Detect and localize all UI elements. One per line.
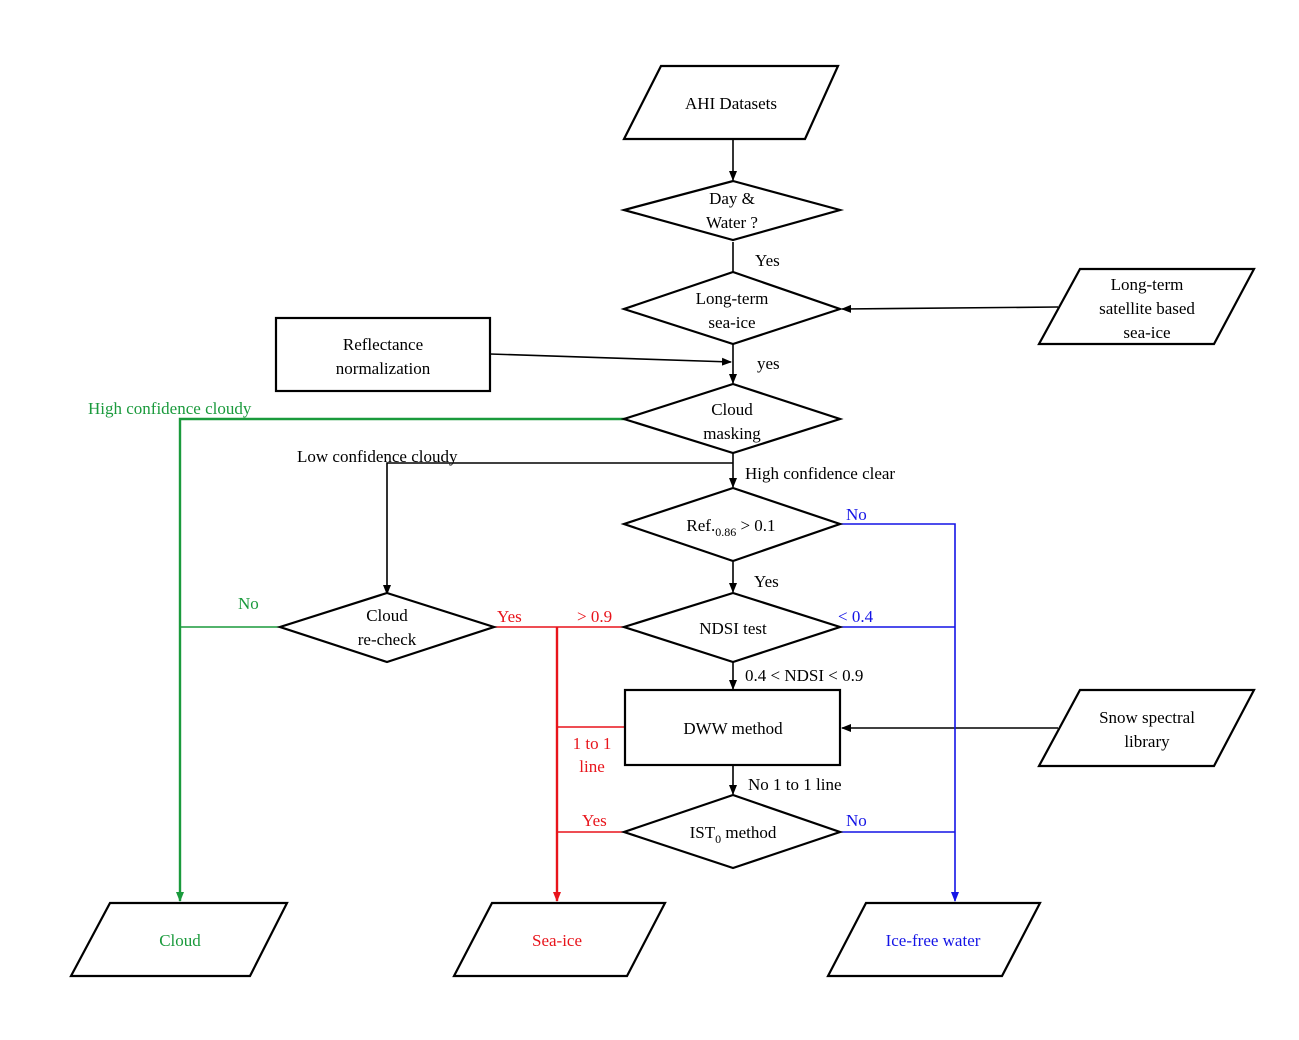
node-ist-method-decision: IST0 method bbox=[620, 793, 844, 870]
node-reflectance-normalization: Reflectance normalization bbox=[274, 316, 492, 393]
seaice-output-label: Sea-ice bbox=[532, 931, 582, 950]
ist-method-label: IST0 method bbox=[690, 823, 777, 846]
arrow-reflectance-to-main bbox=[489, 353, 732, 366]
label-lt-04: < 0.4 bbox=[838, 607, 874, 626]
cloud-output-label: Cloud bbox=[159, 931, 201, 950]
label-one-to-one-2: line bbox=[579, 757, 605, 776]
ndsi-test-label: NDSI test bbox=[699, 619, 767, 638]
red-connectors bbox=[495, 626, 625, 902]
node-longterm-seaice-decision: Long-term sea-ice bbox=[620, 270, 844, 346]
cloud-recheck-label-2: re-check bbox=[358, 630, 417, 649]
line-ref-no bbox=[840, 523, 959, 902]
satellite-label-1: Long-term bbox=[1111, 275, 1184, 294]
reflectance-label-2: normalization bbox=[336, 359, 431, 378]
black-connectors bbox=[383, 140, 1059, 795]
label-no-one-to-one: No 1 to 1 line bbox=[748, 775, 842, 794]
label-yes-daywater: Yes bbox=[755, 251, 780, 270]
satellite-label-2: satellite based bbox=[1099, 299, 1195, 318]
longterm-seaice-label-1: Long-term bbox=[696, 289, 769, 308]
node-cloud-masking-decision: Cloud masking bbox=[620, 382, 844, 455]
label-no-ist: No bbox=[846, 811, 867, 830]
node-cloud-recheck-decision: Cloud re-check bbox=[276, 591, 498, 664]
day-water-label-2: Water ? bbox=[706, 213, 758, 232]
label-ndsi-between: 0.4 < NDSI < 0.9 bbox=[745, 666, 863, 685]
node-ahi-datasets: AHI Datasets bbox=[622, 64, 840, 141]
label-high-conf-cloudy: High confidence cloudy bbox=[88, 399, 252, 418]
node-day-water-decision: Day & Water ? bbox=[619, 179, 845, 242]
node-longterm-satellite-input: Long-term satellite based sea-ice bbox=[1037, 267, 1256, 346]
label-gt-09: > 0.9 bbox=[577, 607, 612, 626]
arrow-satellite-to-longterm bbox=[841, 304, 1059, 313]
longterm-seaice-label-2: sea-ice bbox=[708, 313, 755, 332]
node-seaice-output: Sea-ice bbox=[452, 901, 667, 978]
cloud-masking-label-2: masking bbox=[703, 424, 761, 443]
node-ndsi-test-decision: NDSI test bbox=[620, 591, 844, 664]
label-yes-ref: Yes bbox=[754, 572, 779, 591]
edge-labels: Yes yes High confidence cloudy Low confi… bbox=[88, 251, 895, 830]
label-no-recheck: No bbox=[238, 594, 259, 613]
day-water-label-1: Day & bbox=[709, 189, 755, 208]
label-yes-ist: Yes bbox=[582, 811, 607, 830]
ref-test-label: Ref.0.86 > 0.1 bbox=[686, 516, 775, 539]
node-icefree-water-output: Ice-free water bbox=[826, 901, 1042, 978]
label-one-to-one-1: 1 to 1 bbox=[573, 734, 612, 753]
label-low-conf-cloudy: Low confidence cloudy bbox=[297, 447, 458, 466]
cloud-masking-label-1: Cloud bbox=[711, 400, 753, 419]
ahi-datasets-label: AHI Datasets bbox=[685, 94, 777, 113]
green-connectors bbox=[176, 417, 625, 902]
node-cloud-output: Cloud bbox=[69, 901, 289, 978]
dww-method-label: DWW method bbox=[683, 719, 783, 738]
node-ref-test-decision: Ref.0.86 > 0.1 bbox=[620, 486, 844, 563]
reflectance-label-1: Reflectance bbox=[343, 335, 423, 354]
label-yes-longterm: yes bbox=[757, 354, 780, 373]
node-dww-method: DWW method bbox=[623, 688, 842, 767]
satellite-label-3: sea-ice bbox=[1123, 323, 1170, 342]
snow-library-label-2: library bbox=[1124, 732, 1170, 751]
label-yes-recheck: Yes bbox=[497, 607, 522, 626]
blue-connectors bbox=[840, 523, 959, 902]
arrow-high-conf-cloudy-to-cloud bbox=[176, 417, 625, 902]
icefree-output-label: Ice-free water bbox=[886, 931, 981, 950]
arrow-low-conf-to-recheck bbox=[383, 462, 733, 595]
cloud-recheck-label-1: Cloud bbox=[366, 606, 408, 625]
node-snow-spectral-library-input: Snow spectral library bbox=[1037, 688, 1256, 768]
label-high-conf-clear: High confidence clear bbox=[745, 464, 895, 483]
label-no-ref: No bbox=[846, 505, 867, 524]
snow-library-label-1: Snow spectral bbox=[1099, 708, 1195, 727]
